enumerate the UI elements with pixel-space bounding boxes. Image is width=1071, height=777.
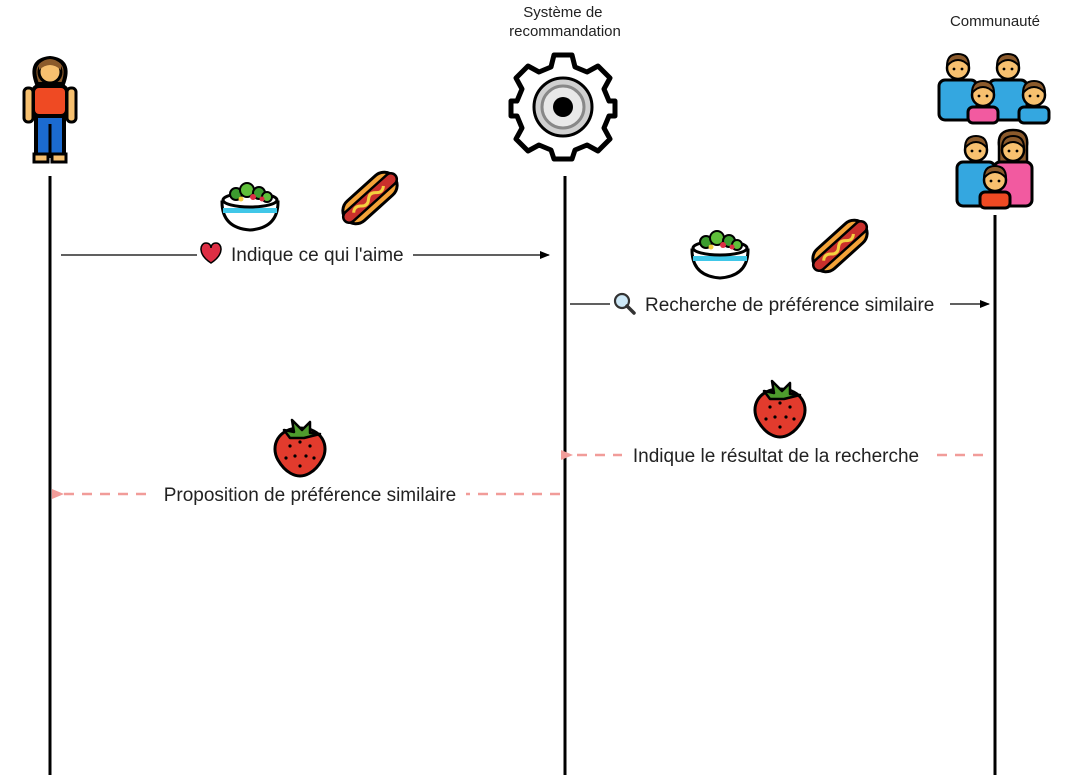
message-1: Indique ce qui l'aime	[61, 164, 550, 268]
heart-icon	[200, 242, 222, 264]
message-2: Recherche de préférence similaire	[570, 212, 990, 317]
strawberry-icon	[273, 418, 327, 478]
message-1-label: Indique ce qui l'aime	[231, 245, 404, 266]
system-actor: Système de recommandation	[508, 4, 621, 162]
strawberry-icon	[753, 379, 807, 439]
magnifier-icon	[613, 292, 636, 315]
user-actor	[22, 55, 78, 164]
salad-icon	[220, 181, 280, 232]
message-3: Indique le résultat de la recherche	[561, 379, 983, 468]
hotdog-icon	[804, 212, 876, 280]
message-3-label: Indique le résultat de la recherche	[633, 446, 919, 467]
gear-icon	[508, 52, 618, 162]
system-label: Système de recommandation	[509, 4, 621, 40]
message-2-label: Recherche de préférence similaire	[645, 295, 934, 316]
community-label: Communauté	[950, 13, 1040, 30]
salad-icon	[690, 229, 750, 280]
message-4-label: Proposition de préférence similaire	[164, 485, 457, 506]
community-actor: Communauté	[937, 13, 1051, 210]
person-icon	[22, 55, 78, 164]
message-4: Proposition de préférence similaire	[52, 418, 560, 507]
hotdog-icon	[334, 164, 406, 232]
family-icon	[937, 52, 1051, 210]
